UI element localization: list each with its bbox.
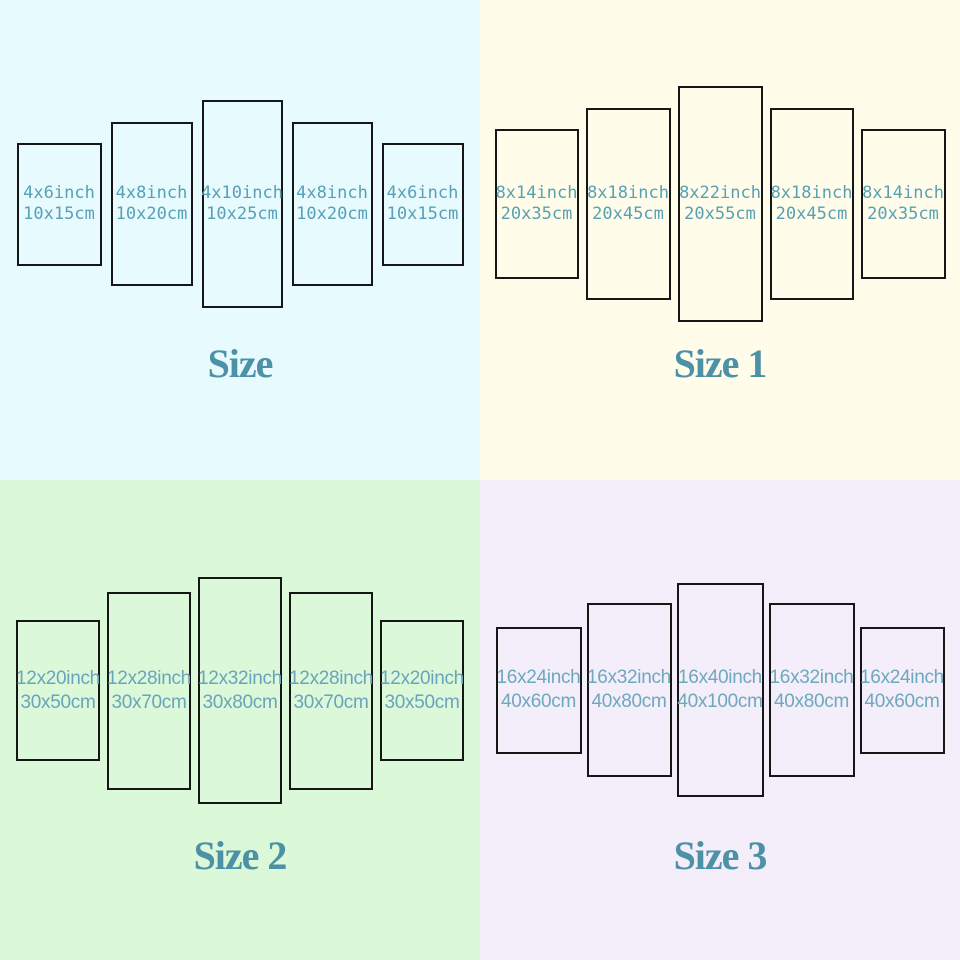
quadrant-title: Size 3 xyxy=(673,833,768,878)
panel-size-inch: 12x28inch xyxy=(289,667,373,689)
quadrant-title: Size 1 xyxy=(673,341,768,386)
panel-size-inch: 4x6inch xyxy=(23,182,95,203)
panel-size-inch: 8x14inch xyxy=(495,182,578,203)
panel-size-cm: 40x60cm xyxy=(864,691,940,712)
panel-size-cm: 30x50cm xyxy=(384,691,460,713)
panel-size-inch: 8x18inch xyxy=(587,182,669,203)
panel-size-inch: 12x32inch xyxy=(198,667,282,689)
panel-size-cm: 20x35cm xyxy=(867,204,939,224)
panel-size-inch: 8x18inch xyxy=(770,182,853,203)
panel-size-inch: 16x24inch xyxy=(860,667,944,689)
panel-size-cm: 10x15cm xyxy=(386,204,459,224)
panel-size-cm: 20x35cm xyxy=(500,204,573,224)
panel-size-inch: 4x6inch xyxy=(386,182,459,203)
panel-size-cm: 40x60cm xyxy=(501,691,576,712)
panel-size-inch: 16x24inch xyxy=(496,667,581,689)
panel-size-inch: 12x20inch xyxy=(380,667,464,689)
panel-size-cm: 40x80cm xyxy=(591,691,667,712)
panel-size-cm: 10x20cm xyxy=(115,204,188,224)
panel-size-inch: 4x8inch xyxy=(296,182,368,203)
panel-size-cm: 20x45cm xyxy=(592,204,664,224)
panel-size-cm: 30x70cm xyxy=(111,691,187,713)
panel-size-cm: 10x15cm xyxy=(23,204,95,224)
panel-size-cm: 10x20cm xyxy=(296,204,368,224)
quadrant-title: Size 2 xyxy=(193,833,288,878)
panel-size-inch: 16x32inch xyxy=(769,667,854,689)
panel-size-inch: 8x14inch xyxy=(862,182,944,203)
quadrant-title: Size xyxy=(207,341,274,386)
panel-size-cm: 40x80cm xyxy=(774,691,849,712)
panel-size-inch: 4x8inch xyxy=(115,182,188,203)
panel-size-cm: 20x55cm xyxy=(684,204,756,224)
panel-size-inch: 16x32inch xyxy=(587,667,671,689)
panel-size-cm: 10x25cm xyxy=(206,204,278,224)
panel-size-inch: 12x28inch xyxy=(107,667,191,689)
panel-size-cm: 30x70cm xyxy=(293,691,369,713)
panel-size-cm: 40x100cm xyxy=(677,691,763,712)
panel-size-inch: 16x40inch xyxy=(678,667,762,689)
panel-size-cm: 30x80cm xyxy=(202,691,278,713)
panel-size-inch: 8x22inch xyxy=(679,182,761,203)
panel-size-inch: 12x20inch xyxy=(16,667,100,689)
panel-size-cm: 30x50cm xyxy=(20,691,96,713)
panel-size-cm: 20x45cm xyxy=(775,204,848,224)
panel-size-inch: 4x10inch xyxy=(201,182,283,203)
